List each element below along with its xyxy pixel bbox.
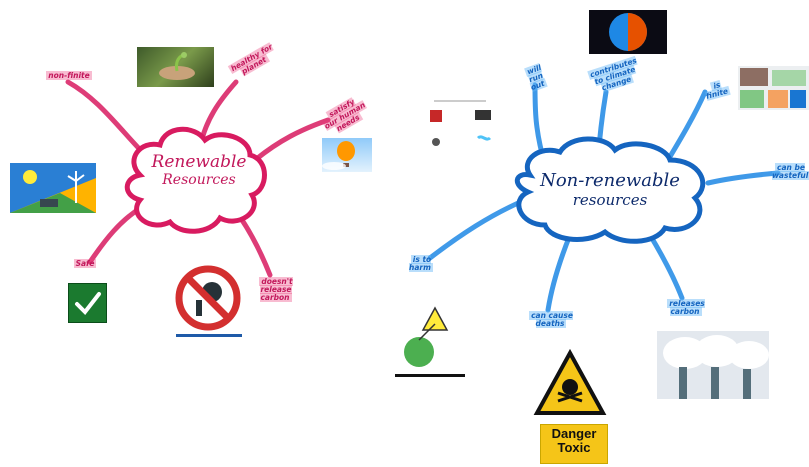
check-icon (68, 283, 107, 323)
balloon-image (322, 138, 372, 172)
nonrenewable-branch-wasteful (705, 170, 781, 186)
hands-plant-image (137, 47, 214, 87)
nonrenewable-branch-finite (662, 89, 708, 168)
nonrenewable-cloud (514, 136, 706, 244)
danger-label-line2: Toxic (557, 440, 591, 455)
landscape-collage-image (738, 66, 809, 110)
earth-image (589, 10, 667, 54)
nonrenewable-label-carbon: releases carbon (667, 299, 705, 316)
smokestacks-image (657, 331, 769, 399)
renewable-cloud (124, 126, 267, 234)
renewable-branch-needs (252, 117, 331, 163)
renewable-label-safe: Safe (73, 259, 97, 268)
toxic-planet-image (395, 304, 465, 378)
nonrenewable-branch-carbon (647, 232, 685, 301)
danger-label-line1: Danger (551, 426, 597, 441)
nonrenewable-label-harm: is to harm (409, 255, 433, 272)
fossil-fuel-icons (420, 98, 500, 160)
renewable-title: Renewable Resources (140, 152, 258, 188)
solar-wind-image (10, 163, 96, 213)
nonrenewable-title-line1: Non-renewable (540, 170, 680, 191)
renewable-label-nonfinite: non-finite (46, 71, 92, 80)
nonrenewable-label-deaths: can cause deaths (529, 311, 573, 328)
renewable-title-line2: Resources (162, 172, 236, 188)
nonrenewable-branch-deaths (545, 232, 573, 313)
nonrenewable-title: Non-renewable resources (520, 170, 700, 209)
renewable-label-carbon: doesn't release carbon (259, 277, 293, 302)
danger-toxic-label: Danger Toxic (540, 424, 608, 464)
nonrenewable-label-wasteful: can be wasteful (772, 163, 809, 180)
nonrenewable-title-line2: resources (572, 191, 648, 209)
danger-triangle-icon (533, 348, 607, 419)
no-co2-icon (174, 264, 242, 340)
renewable-title-line1: Renewable (151, 152, 247, 172)
nonrenewable-branch-harm (427, 197, 528, 261)
